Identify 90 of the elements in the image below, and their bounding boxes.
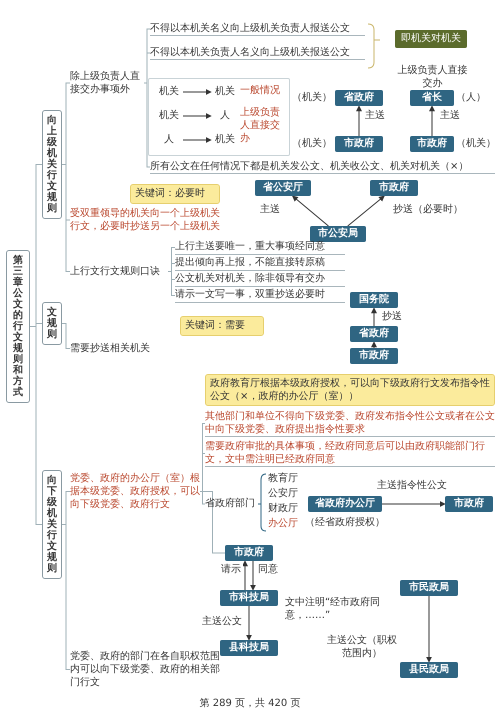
branch-line [62,524,70,670]
agency-box: 市民政局 [400,580,458,596]
arrow [347,196,385,226]
agency-box: 市政府 [445,496,493,512]
branch-line [200,453,206,492]
agency-box: 省政府 [350,326,398,342]
agency-box: 省公安厅 [255,180,311,196]
branch-line [200,491,206,504]
agency-box: 市政府 [225,545,273,561]
rhyme-text: 提出倾向再上报，不能直接转原稿 [175,256,345,271]
person-box: 省长 [410,90,454,106]
arrow [356,105,362,136]
branch-line [200,491,226,554]
branch-line [144,52,150,84]
agency-box: 市科技局 [220,590,278,606]
agency-text: 机关 [155,85,183,99]
beside-note: （机关） [292,91,333,104]
person-text: 人 [155,133,183,147]
branch-text: 除上级负责人直接交办事项外 [70,70,144,96]
agency-box: 市政府 [410,136,454,152]
agency-box: 国务院 [350,292,398,308]
agency-box: 省政府办公厅 [308,496,382,512]
beside-note: （机关） [292,137,333,150]
agency-box: 市政府 [370,180,418,196]
arrow [382,501,446,507]
keyword-callout: 关键词：必要时 [130,184,220,204]
branch-text: 党委、政府的办公厅（室）根据本级党委、政府授权，可以向下级党委、政府行文 [70,472,200,511]
agency-box: 省政府 [335,90,383,106]
department-text: 办公厅 [268,517,302,531]
edge-label: 请示 [219,563,243,576]
agency-box: 县科技局 [220,640,278,656]
arrow [182,89,212,95]
topic-box: 向下级机关行文规则 [42,470,62,579]
department-text: 公安厅 [268,487,302,501]
arrow [429,105,435,136]
chapter-title-box: 第三章公文的行文规则和方式 [6,250,30,403]
agency-text: 机关 [155,109,183,123]
arrow [246,606,252,641]
person-text: 人 [211,109,239,123]
branch-text: 受双重领导的机关向一个上级机关行文，必要时抄送另一个上级机关 [70,207,227,233]
topic-box: 文规则 [42,302,62,345]
note-text: 文中注明“经市政府同意，……” [285,596,382,622]
arrow [182,113,212,119]
rhyme-text: 上行主送要唯一，重大事项经同意 [175,240,345,255]
arrow [292,196,329,226]
branch-text: 上行文行文规则口诀 [70,265,168,278]
keyword-callout: 关键词：需要 [180,316,264,336]
agency-text: 机关 [211,133,239,147]
edge-label: 同意 [256,563,280,576]
beside-note: （机关） [456,137,497,150]
edge-label: 主送指令性公文 [376,479,448,492]
rule-text: 不得以本机关名义向上级机关负责人报送公文 [150,22,365,36]
agency-text: 机关 [211,85,239,99]
rhyme-text: 请示一文写一事，双重抄送必要时 [175,288,345,303]
arrow [242,560,248,590]
note-text: 所有公文在任何情况下都是机关发公文、机关收公文、机关对机关（×） [150,160,495,174]
agency-box: 市政府 [335,136,383,152]
branch-line [62,323,70,349]
rule-text: 其他部门和单位不得向下级党委、政府发布指令性公文或者在公文中向下级党委、政府提出指令性要求 [205,410,495,437]
beside-note: （经省政府授权） [305,516,386,529]
edge-label: 主送公文（职权范围内） [326,634,398,660]
case-text: 上级负责人直接交办 [240,106,281,145]
agency-box: 市政府 [350,348,398,364]
arrow [371,341,377,348]
beside-note: （人） [456,91,487,104]
case-text: 一般情况 [240,84,281,97]
branch-text: 党委、政府的部门在各自职权范围内可以向下级党委、政府的相关部门行文 [70,650,222,689]
panel-box [148,78,290,156]
agency-box: 市公安局 [310,226,366,242]
arrow [426,596,432,663]
page-number: 第 289 页，共 420 页 [198,697,302,710]
agency-box: 县民政局 [400,662,458,678]
department-text: 省政府部门 [205,497,259,511]
branch-line [168,271,176,296]
edge-label: 主送公文 [200,615,244,628]
note-callout: 政府教育厅根据本级政府授权，可以向下级政府行文发布指令性公文（×，政府的办公厅（室）） [205,374,495,406]
rhyme-text: 公文机关对机关，除非领导有交办 [175,272,345,287]
arrow [371,307,377,326]
arrow [250,560,256,591]
note-text: 上级负责人直接交办 [396,64,468,90]
note-box: 即机关对机关 [395,30,467,48]
topic-box: 向上级机关行文规则 [42,110,62,219]
branch-line [30,326,42,525]
rule-text: 不得以本机关负责人名义向上级机关报送公文 [150,46,365,60]
arrow [182,137,212,143]
department-text: 教育厅 [268,472,302,486]
branch-text: 需要抄送相关机关 [70,342,170,355]
department-text: 财政厅 [268,502,302,516]
rule-text: 需要政府审批的具体事项，经政府同意后可以由政府职能部门行文，文中需注明已经政府同意 [205,440,495,467]
branch-line [144,82,150,168]
